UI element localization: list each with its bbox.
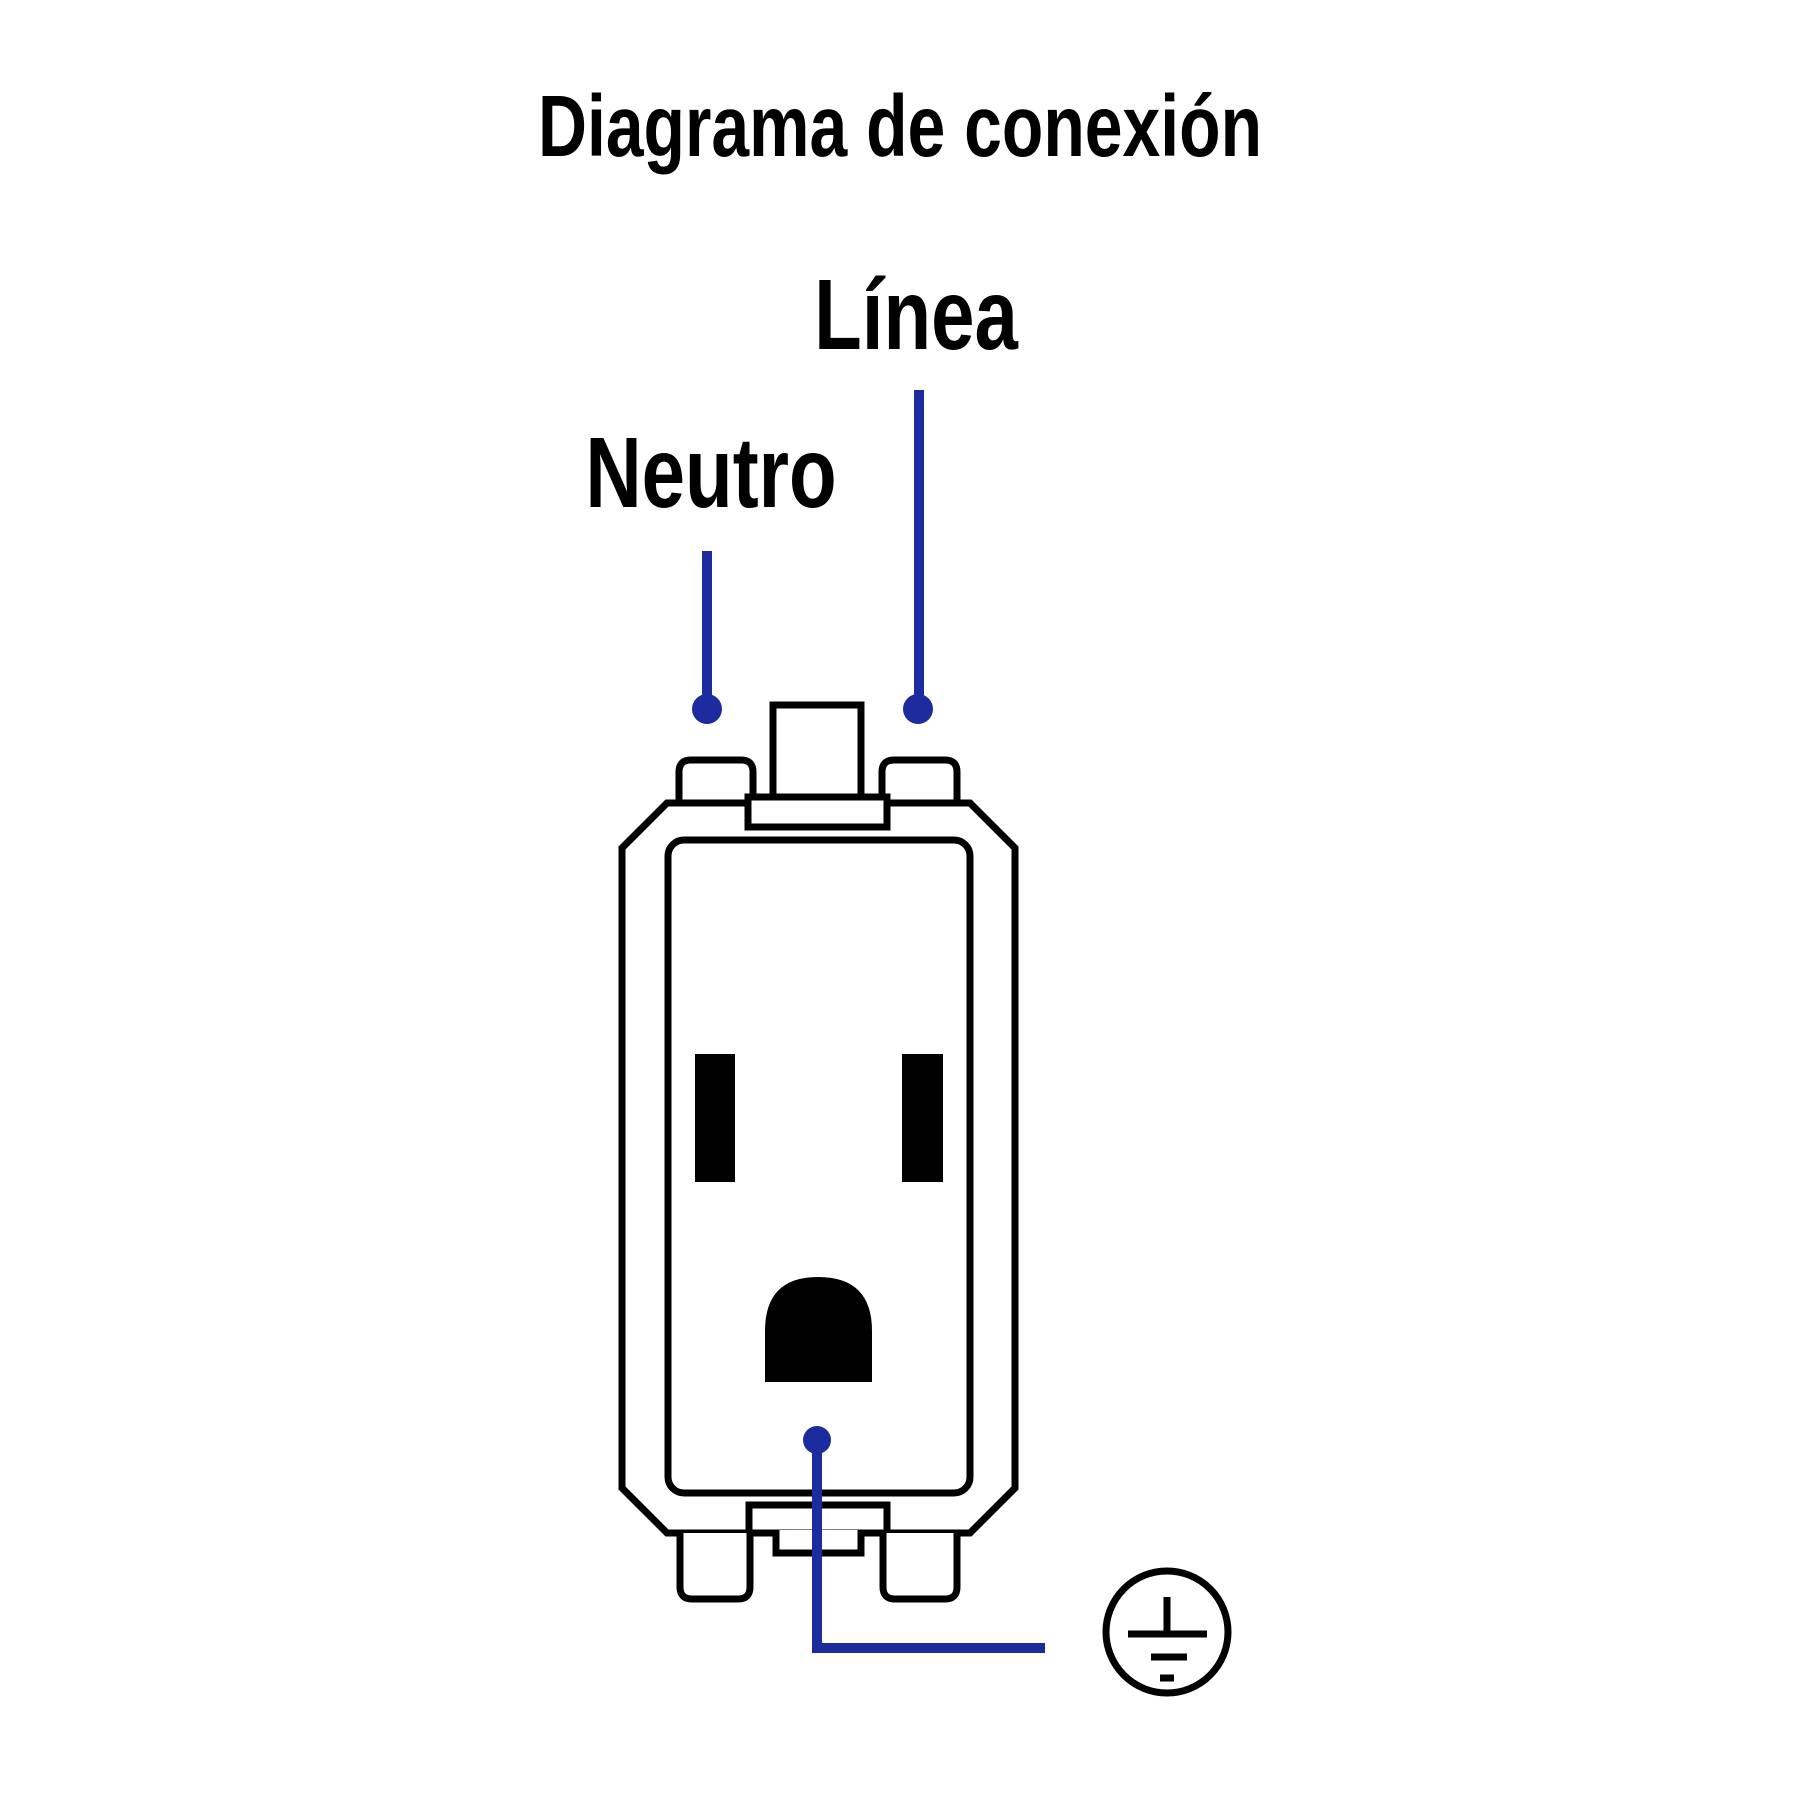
- top-terminal-tab: [769, 701, 865, 814]
- page-title: Diagrama de conexión: [537, 78, 1263, 175]
- neutral-slot: [695, 1054, 735, 1182]
- top-notch-band: [744, 793, 891, 831]
- line-slot: [902, 1054, 943, 1182]
- neutral-label: Neutro: [585, 417, 837, 529]
- ground-hole: [765, 1277, 872, 1382]
- mounting-tab-top-right: [878, 756, 961, 810]
- ground-terminal-dot: [803, 1426, 831, 1454]
- ground-wire: [812, 1448, 1045, 1653]
- wires: [692, 390, 1045, 1653]
- receptacle-module: [618, 701, 1019, 1603]
- neutral-terminal-dot: [692, 694, 722, 724]
- line-terminal-dot: [903, 694, 933, 724]
- mounting-tab-bottom-right: [879, 1533, 961, 1603]
- line-label: Línea: [814, 259, 1018, 371]
- mounting-tab-top-left: [675, 756, 757, 810]
- earth-ground-icon: [1102, 1567, 1232, 1697]
- mounting-tab-bottom-left: [676, 1533, 754, 1603]
